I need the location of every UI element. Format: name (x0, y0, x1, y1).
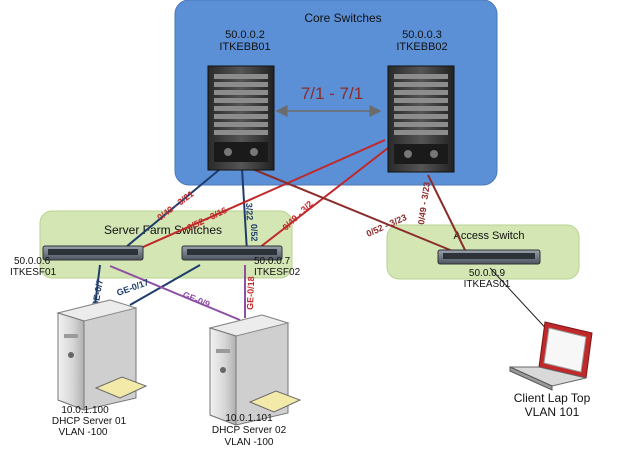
server-farm-switch-1-icon (42, 245, 144, 261)
srv2-name: DHCP Server 02 (212, 425, 287, 436)
dhcp-server-2-icon (208, 314, 302, 426)
label-052: 0/52 (249, 224, 259, 242)
srv1-vlan: VLAN -100 (59, 427, 108, 438)
laptop-name: Client Lap Top (514, 391, 591, 405)
link-core2-sf1-red (124, 139, 386, 256)
link-core1-sf1-navy (119, 164, 226, 253)
core1-ip: 50.0.0.2 (225, 29, 265, 41)
label-ge018: GE-0/18 (245, 276, 256, 310)
core-switch-2-icon (387, 65, 455, 173)
srv2-ip: 10.0.1.101 (225, 413, 273, 424)
sf2-ip: 50.0.0.7 (254, 256, 291, 267)
acc-ip: 50.0.0.9 (469, 268, 506, 279)
srv2-vlan: VLAN -100 (225, 437, 274, 448)
link-core2-acc-darkred (427, 174, 466, 251)
laptop-vlan: VLAN 101 (525, 405, 580, 419)
label-ge09: GE-0/9 (181, 290, 211, 310)
server-farm-switch-2-icon (181, 245, 283, 261)
core2-name: ITKEBB02 (396, 41, 447, 53)
core2-ip: 50.0.0.3 (402, 29, 442, 41)
sf1-name: ITKESF01 (10, 267, 57, 278)
link-sf1-srv2 (109, 265, 241, 321)
link-acc-laptop (489, 267, 553, 336)
links (94, 105, 553, 336)
link-sf2-srv1 (129, 264, 201, 306)
access-switch-title: Access Switch (454, 230, 525, 242)
core-interlink-label: 7/1 - 7/1 (301, 84, 363, 103)
core1-name: ITKEBB01 (219, 41, 270, 53)
dhcp-server-1-icon (56, 299, 148, 411)
label-ge017: GE-0/17 (115, 277, 150, 298)
link-core1-acc-darkred (249, 167, 456, 253)
label-ge07: GE-0/7 (90, 279, 105, 309)
link-sf1-srv1 (94, 264, 101, 306)
client-laptop-icon (509, 321, 593, 391)
core-switch-1-icon (207, 65, 275, 171)
sf2-name: ITKESF02 (254, 267, 301, 278)
core-switches-title: Core Switches (304, 11, 381, 25)
srv1-ip: 10.0.1.100 (61, 405, 109, 416)
label-322: 3/22 (244, 203, 255, 221)
access-switch-icon (437, 249, 541, 265)
sf1-ip: 50.0.0.6 (14, 256, 51, 267)
server-farm-group (39, 210, 293, 279)
link-core1-sf2-navy (241, 167, 248, 253)
srv1-name: DHCP Server 01 (52, 416, 127, 427)
label-049-323: 0/49 - 3/23 (416, 181, 432, 225)
server-farm-title: Server Farm Switches (104, 223, 222, 237)
link-core2-sf2-red (249, 147, 389, 256)
acc-name: ITKEAS01 (464, 279, 511, 290)
